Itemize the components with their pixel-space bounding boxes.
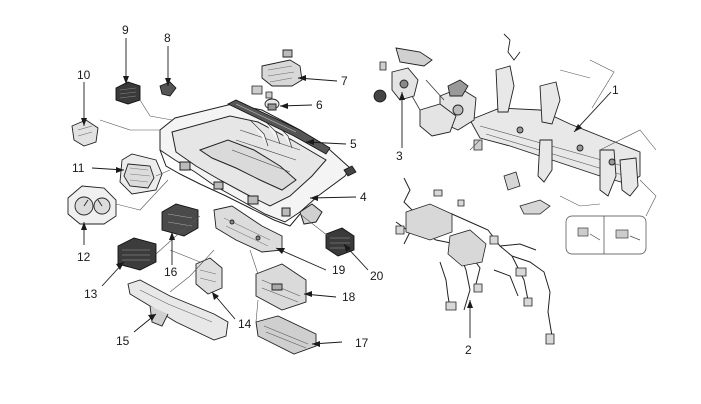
callout-13: 13 [84, 287, 98, 301]
callout-8: 8 [164, 31, 171, 45]
callout-15: 15 [116, 334, 130, 348]
glove-box-lower [256, 316, 316, 354]
callout-14: 14 [238, 317, 252, 331]
callout-1: 1 [612, 83, 619, 97]
callout-3: 3 [396, 149, 403, 163]
small-clip-right [344, 166, 356, 176]
callout-9: 9 [122, 23, 129, 37]
lower-crash-pad-panel [128, 280, 228, 340]
callout-19: 19 [332, 263, 346, 277]
callout-7: 7 [341, 74, 348, 88]
callout-17: 17 [355, 336, 369, 350]
instrument-cluster [68, 186, 116, 224]
harness-connectors [396, 190, 554, 344]
callout-20: 20 [370, 269, 384, 283]
center-air-vent [118, 238, 156, 270]
callout-arrowheads [81, 75, 582, 347]
glove-box-upper [256, 264, 306, 310]
assembly-guide-lines-right [469, 59, 657, 217]
callout-2: 2 [465, 343, 472, 357]
fastener-detail-inset [566, 216, 646, 254]
callout-4: 4 [360, 190, 367, 204]
callout-labels: 1 2 3 4 5 6 7 8 9 10 11 12 13 14 15 16 1… [72, 23, 619, 357]
crash-pad-side-cover-left [72, 120, 98, 146]
callout-12: 12 [77, 250, 91, 264]
side-air-vent-right [326, 228, 354, 256]
bar-support-brackets [504, 172, 550, 214]
callout-16: 16 [164, 265, 178, 279]
column-hardware [380, 62, 482, 150]
steering-column [392, 48, 476, 136]
clip-small-a [252, 86, 272, 98]
assembly-guide-lines-left [99, 99, 329, 323]
column-cover-small [374, 90, 386, 102]
photo-sensor [265, 99, 279, 110]
cluster-fascia-panel [120, 154, 162, 194]
callout-10: 10 [77, 68, 91, 82]
center-lower-bracket [214, 206, 282, 252]
callout-11: 11 [72, 161, 85, 175]
callout-18: 18 [342, 290, 356, 304]
lower-bracket-14 [196, 258, 222, 294]
crash-pad-side-cover [262, 50, 302, 86]
callout-6: 6 [316, 98, 323, 112]
defroster-garnish [228, 100, 330, 154]
cowl-cross-bar [470, 66, 640, 196]
bar-wire-strand [504, 34, 520, 60]
center-switch-unit [162, 204, 198, 236]
side-air-vent-left [116, 82, 140, 104]
callout-5: 5 [350, 137, 357, 151]
